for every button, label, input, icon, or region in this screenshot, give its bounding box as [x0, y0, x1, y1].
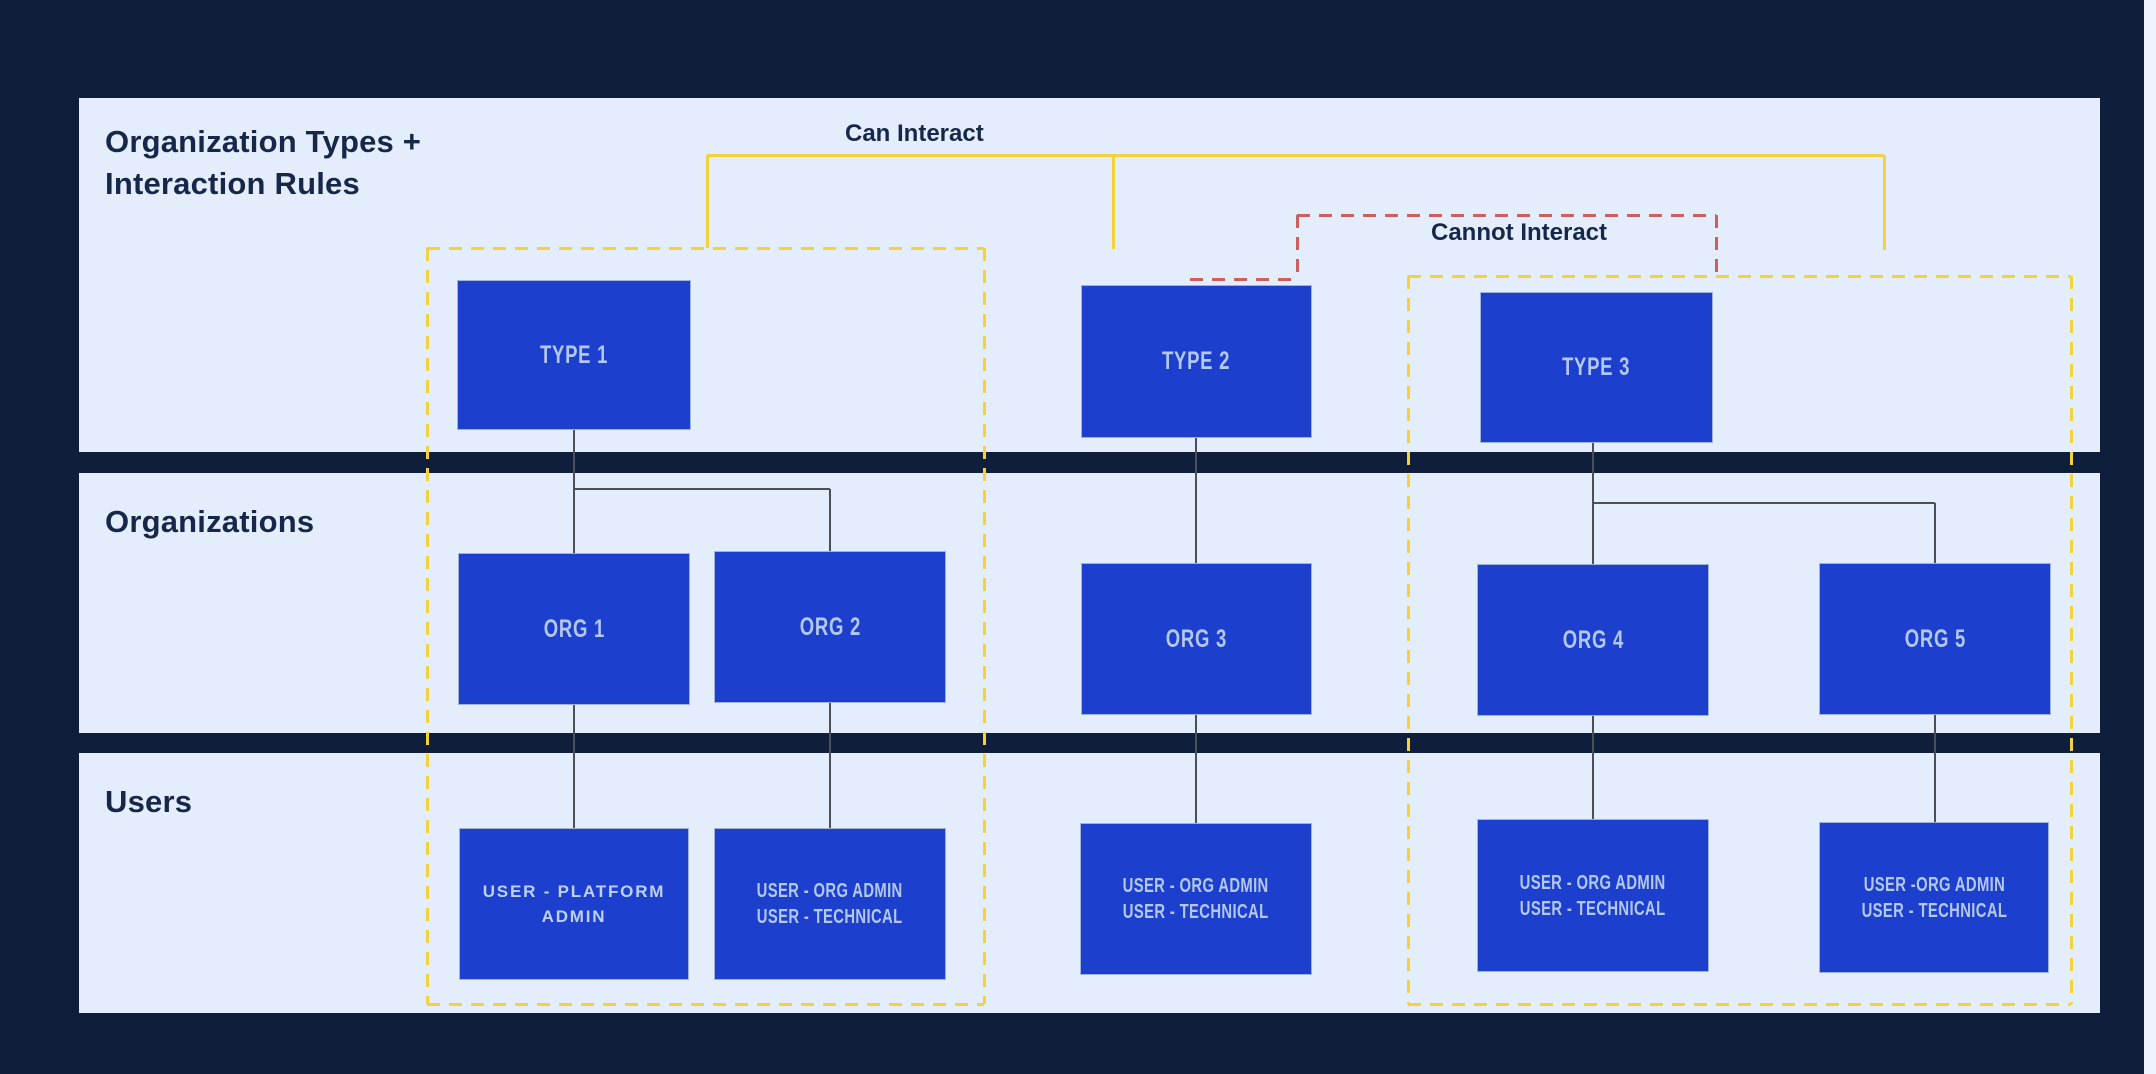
- node-label: TYPE 2: [1162, 347, 1231, 375]
- cannot-interact-line-3: [1297, 214, 1716, 217]
- connector-12: [1934, 715, 1936, 822]
- node-label: ORG 1: [543, 614, 605, 643]
- cannot-interact-line-1: [1190, 278, 1297, 281]
- connector-3: [829, 489, 831, 551]
- group-rect-1-bottom: [427, 1003, 984, 1006]
- group-rect-2-right: [2070, 276, 2073, 1004]
- node-org-5: ORG 5: [1819, 563, 2051, 715]
- node-label: ORG 2: [799, 612, 861, 641]
- group-rect-2-left: [1407, 276, 1410, 1004]
- node-type-3: TYPE 3: [1480, 292, 1713, 443]
- connector-9: [1593, 502, 1935, 504]
- group-rect-1-top: [427, 247, 984, 250]
- can-interact-label: Can Interact: [845, 120, 984, 147]
- page-title-line-1: Organization Types +: [105, 124, 422, 159]
- connector-11: [1592, 716, 1594, 819]
- node-label: ORG 4: [1562, 625, 1624, 654]
- node-org-2: ORG 2: [714, 551, 946, 703]
- connector-1: [573, 430, 575, 553]
- connector-4: [573, 705, 575, 828]
- node-label: ORG 3: [1165, 624, 1228, 653]
- group-rect-2-top: [1408, 275, 2071, 278]
- can-interact-line-3: [1112, 155, 1115, 249]
- node-label: TYPE 3: [1562, 353, 1631, 381]
- connector-6: [1195, 438, 1197, 563]
- node-org-1: ORG 1: [458, 553, 690, 705]
- node-type-1: TYPE 1: [457, 280, 691, 430]
- node-type-2: TYPE 2: [1081, 285, 1312, 438]
- group-rect-1-right: [983, 248, 986, 1004]
- node-org-3: ORG 3: [1081, 563, 1312, 715]
- connector-10: [1934, 503, 1936, 563]
- page-title-line-2: Interaction Rules: [105, 166, 360, 201]
- node-label: ORG 5: [1904, 624, 1966, 653]
- connector-7: [1195, 715, 1197, 823]
- group-rect-1-left: [426, 248, 429, 1004]
- connector-2: [574, 488, 830, 490]
- cannot-interact-line-2: [1296, 215, 1299, 279]
- can-interact-line-2: [706, 155, 709, 248]
- connector-5: [829, 703, 831, 828]
- node-label: TYPE 1: [539, 340, 609, 369]
- band-label-users: Users: [105, 784, 193, 819]
- right-edge-strip: [2144, 0, 2156, 1074]
- band-label-organizations: Organizations: [105, 504, 315, 539]
- cannot-interact-label: Cannot Interact: [1431, 219, 1608, 246]
- group-rect-2-bottom: [1408, 1003, 2071, 1006]
- can-interact-line-4: [1883, 155, 1886, 250]
- can-interact-line-1: [707, 154, 1884, 157]
- node-org-4: ORG 4: [1477, 564, 1709, 716]
- cannot-interact-line-4: [1715, 215, 1718, 277]
